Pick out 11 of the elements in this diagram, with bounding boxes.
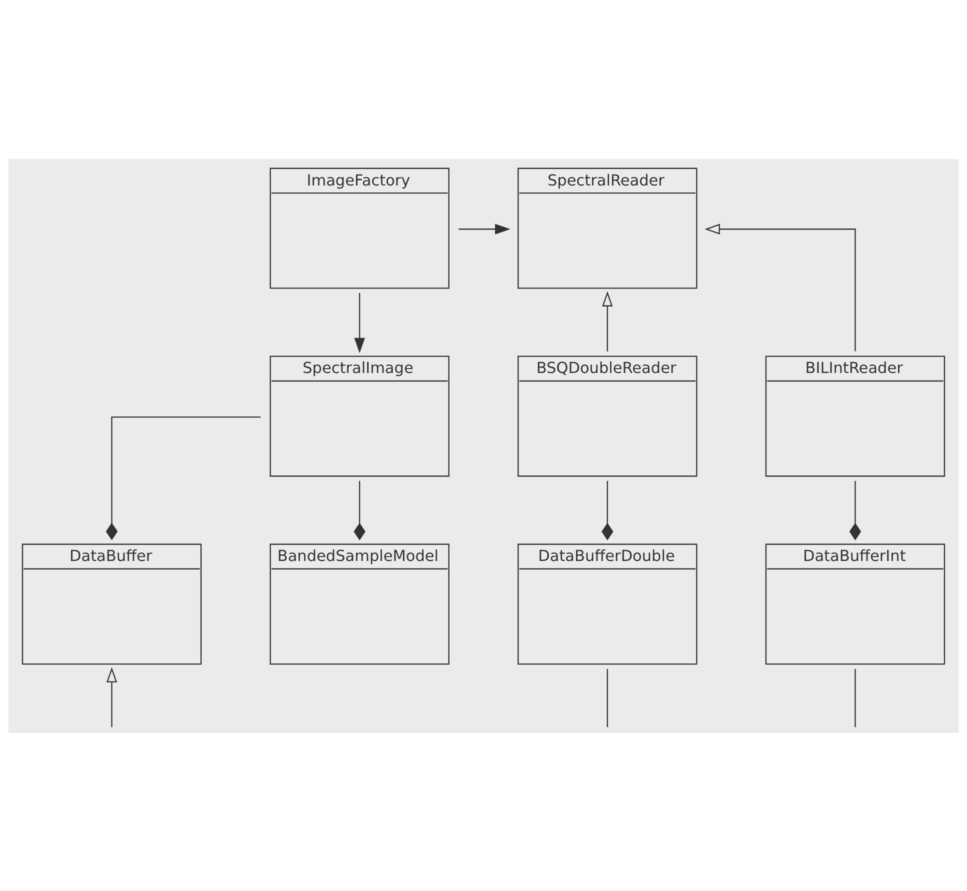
arrow: [106, 666, 118, 727]
connector: [602, 480, 614, 540]
connector: [106, 416, 261, 540]
connector: [354, 480, 366, 540]
arrow: [458, 223, 510, 234]
connector: [606, 668, 608, 727]
arrow: [354, 292, 365, 353]
connector: [849, 480, 862, 540]
arrow: [704, 223, 856, 351]
connector: [854, 668, 856, 727]
arrow: [602, 290, 613, 351]
